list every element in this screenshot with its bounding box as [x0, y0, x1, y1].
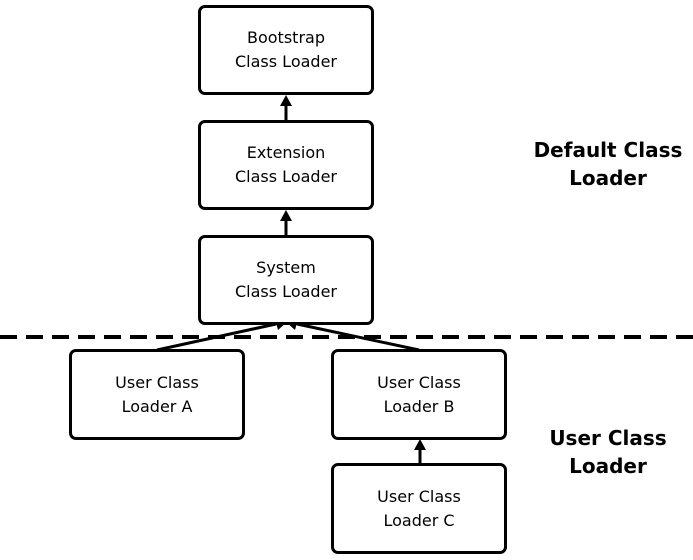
bootstrap-line2: Class Loader: [235, 52, 337, 71]
arrow-user-b-to-system: [296, 322, 420, 352]
user-label-line2: Loader: [569, 454, 647, 478]
system-line2: Class Loader: [235, 282, 337, 301]
user-b-line1: User Class: [377, 372, 461, 392]
default-label-line2: Loader: [569, 166, 647, 190]
bootstrap-line1: Bootstrap: [247, 28, 325, 47]
extension-line2: Class Loader: [235, 167, 337, 186]
system-line1: System: [256, 258, 316, 277]
user-c-line2: Loader C: [383, 510, 455, 530]
extension-line1: Extension: [246, 143, 326, 162]
user-b-line2: Loader B: [383, 396, 455, 416]
user-class-loader-c-box: User Class Loader C: [331, 463, 507, 554]
default-label-line1: Default Class: [533, 138, 683, 162]
user-a-line2: Loader A: [121, 396, 193, 416]
extension-class-loader-box: Extension Class Loader: [198, 120, 374, 210]
user-a-line1: User Class: [115, 372, 199, 392]
arrowhead-bootstrap: [280, 95, 292, 106]
user-class-loader-label: User Class Loader: [528, 424, 688, 480]
user-class-loader-a-box: User Class Loader A: [69, 349, 245, 440]
default-class-loader-label: Default Class Loader: [528, 136, 688, 192]
system-class-loader-box: System Class Loader: [198, 235, 374, 325]
arrowhead-extension: [280, 210, 292, 221]
user-c-line1: User Class: [377, 486, 461, 506]
arrow-user-a-to-system: [156, 322, 277, 352]
bootstrap-class-loader-box: Bootstrap Class Loader: [198, 5, 374, 95]
user-class-loader-b-box: User Class Loader B: [331, 349, 507, 440]
arrowhead-user-b: [414, 439, 426, 450]
user-label-line1: User Class: [549, 426, 667, 450]
